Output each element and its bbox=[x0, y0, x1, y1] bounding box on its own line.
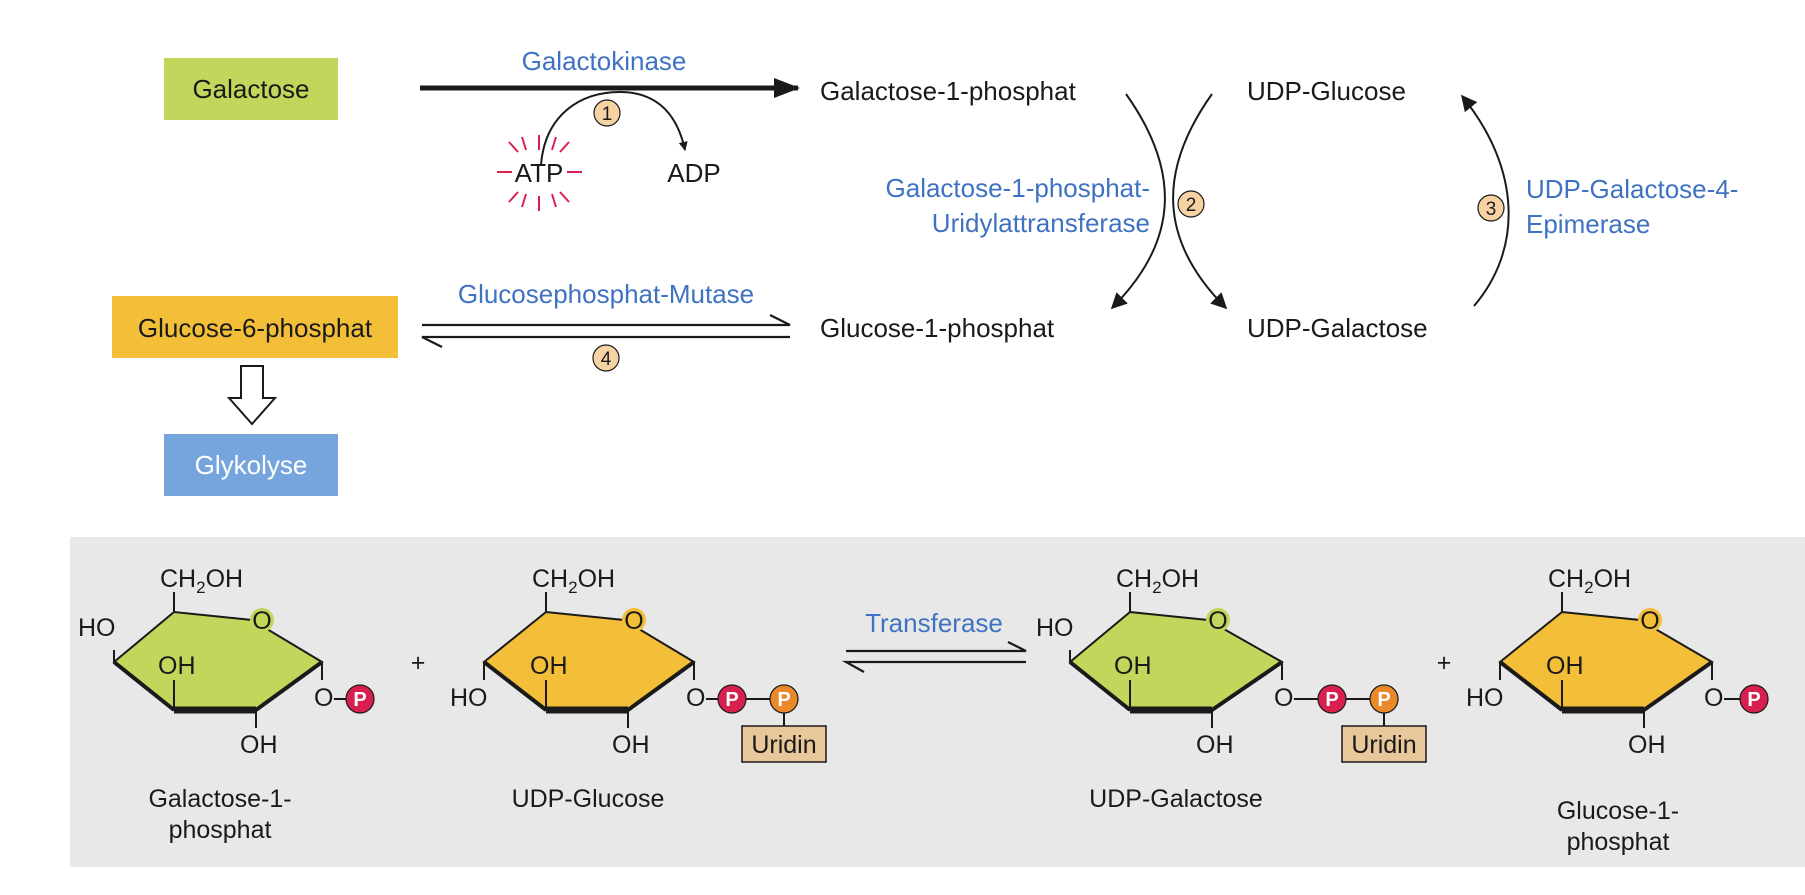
svg-text:HO: HO bbox=[78, 614, 116, 642]
svg-text:O: O bbox=[1208, 607, 1227, 635]
glucose-6-phosphate-label: Glucose-6-phosphat bbox=[138, 313, 373, 343]
caption-galactose-1-phosphate-line1: Galactose-1- bbox=[148, 785, 291, 813]
svg-text:O: O bbox=[624, 607, 643, 635]
galactokinase-arrowhead bbox=[774, 78, 800, 98]
svg-text:CH2OH: CH2OH bbox=[532, 565, 615, 597]
step-3-badge: 3 bbox=[1477, 194, 1505, 222]
gal1p-to-glc1p-arc bbox=[1110, 93, 1166, 310]
atp-burst-icon bbox=[497, 135, 582, 211]
svg-text:O: O bbox=[1704, 684, 1723, 712]
svg-text:OH: OH bbox=[1196, 731, 1234, 759]
caption-glucose-1-phosphate-line1: Glucose-1- bbox=[1557, 797, 1679, 825]
svg-text:Uridin: Uridin bbox=[751, 731, 816, 759]
udp-galactose-label: UDP-Galactose bbox=[1247, 313, 1428, 343]
uridine-box bbox=[741, 725, 827, 763]
phosphate-icon bbox=[1739, 684, 1769, 714]
svg-text:P: P bbox=[1325, 689, 1338, 711]
adp-label: ADP bbox=[667, 158, 720, 188]
svg-text:O: O bbox=[686, 684, 705, 712]
molecule-udp-galactose: O CH2OH HO OH OH O P P Uridin bbox=[1036, 565, 1427, 763]
mutase-label: Glucosephosphat-Mutase bbox=[458, 279, 754, 309]
molecule-galactose-1-phosphate: O CH2OH HO OH OH O P bbox=[78, 565, 375, 759]
step-4-badge: 4 bbox=[592, 344, 620, 372]
pathway-section: Galactose Galactokinase ATP ADP bbox=[112, 46, 1738, 496]
svg-text:OH: OH bbox=[158, 652, 196, 680]
svg-text:P: P bbox=[353, 689, 366, 711]
galactose-1-phosphate-label: Galactose-1-phosphat bbox=[820, 76, 1077, 106]
plus-sign-1: + bbox=[411, 649, 426, 677]
svg-text:2: 2 bbox=[1186, 195, 1197, 216]
to-glycolysis-arrow bbox=[226, 365, 278, 426]
plus-sign-2: + bbox=[1437, 649, 1452, 677]
svg-text:4: 4 bbox=[601, 349, 612, 370]
caption-udp-glucose: UDP-Glucose bbox=[512, 785, 665, 813]
epimerase-label-line2: Epimerase bbox=[1526, 209, 1650, 239]
caption-galactose-1-phosphate-line2: phosphat bbox=[169, 816, 272, 844]
phosphate-icon bbox=[345, 684, 375, 714]
svg-text:HO: HO bbox=[1466, 684, 1504, 712]
svg-text:P: P bbox=[725, 689, 738, 711]
svg-text:HO: HO bbox=[450, 684, 488, 712]
svg-text:3: 3 bbox=[1486, 199, 1497, 220]
glucose-6-phosphate-box: Glucose-6-phosphat bbox=[112, 296, 398, 358]
epimerase-label-line1: UDP-Galactose-4- bbox=[1526, 174, 1738, 204]
transferase-reaction-label: Transferase bbox=[865, 608, 1003, 638]
transferase-label-line1: Galactose-1-phosphat- bbox=[886, 173, 1150, 203]
galactose-box: Galactose bbox=[164, 58, 338, 120]
svg-text:P: P bbox=[777, 689, 790, 711]
glycolysis-label: Glykolyse bbox=[195, 450, 308, 480]
svg-text:OH: OH bbox=[1546, 652, 1584, 680]
svg-text:O: O bbox=[1640, 607, 1659, 635]
svg-text:O: O bbox=[314, 684, 333, 712]
svg-text:OH: OH bbox=[1628, 731, 1666, 759]
svg-text:O: O bbox=[252, 607, 271, 635]
svg-text:HO: HO bbox=[1036, 614, 1074, 642]
svg-text:P: P bbox=[1377, 689, 1390, 711]
svg-text:CH2OH: CH2OH bbox=[1116, 565, 1199, 597]
svg-text:Uridin: Uridin bbox=[1351, 731, 1416, 759]
molecule-udp-glucose: O CH2OH HO OH OH O P P Uridin bbox=[450, 565, 827, 763]
svg-text:OH: OH bbox=[1114, 652, 1152, 680]
svg-text:1: 1 bbox=[602, 104, 613, 125]
svg-text:OH: OH bbox=[530, 652, 568, 680]
atp-adp-arc bbox=[540, 90, 688, 166]
caption-glucose-1-phosphate-line2: phosphat bbox=[1567, 828, 1670, 856]
galactokinase-label: Galactokinase bbox=[522, 46, 687, 76]
uridine-box bbox=[1341, 725, 1427, 763]
epimerase-arc bbox=[1460, 94, 1510, 307]
molecule-glucose-1-phosphate: O CH2OH HO OH OH O P bbox=[1466, 565, 1769, 759]
udp-glucose-label: UDP-Glucose bbox=[1247, 76, 1406, 106]
galactose-label: Galactose bbox=[192, 74, 309, 104]
svg-text:CH2OH: CH2OH bbox=[1548, 565, 1631, 597]
atp-label: ATP bbox=[515, 158, 564, 188]
svg-text:CH2OH: CH2OH bbox=[160, 565, 243, 597]
step-2-badge: 2 bbox=[1177, 190, 1205, 218]
svg-text:OH: OH bbox=[612, 731, 650, 759]
svg-text:OH: OH bbox=[240, 731, 278, 759]
glycolysis-box: Glykolyse bbox=[164, 434, 338, 496]
glucose-1-phosphate-label: Glucose-1-phosphat bbox=[820, 313, 1055, 343]
svg-text:P: P bbox=[1747, 689, 1760, 711]
udpglc-to-udpgal-arc bbox=[1172, 93, 1228, 310]
step-1-badge: 1 bbox=[593, 99, 621, 127]
transferase-label-line2: Uridylattransferase bbox=[932, 208, 1150, 238]
mutase-equilibrium-arrows bbox=[421, 314, 791, 348]
transferase-equilibrium-arrows bbox=[841, 641, 1027, 673]
caption-udp-galactose: UDP-Galactose bbox=[1089, 785, 1263, 813]
svg-text:O: O bbox=[1274, 684, 1293, 712]
